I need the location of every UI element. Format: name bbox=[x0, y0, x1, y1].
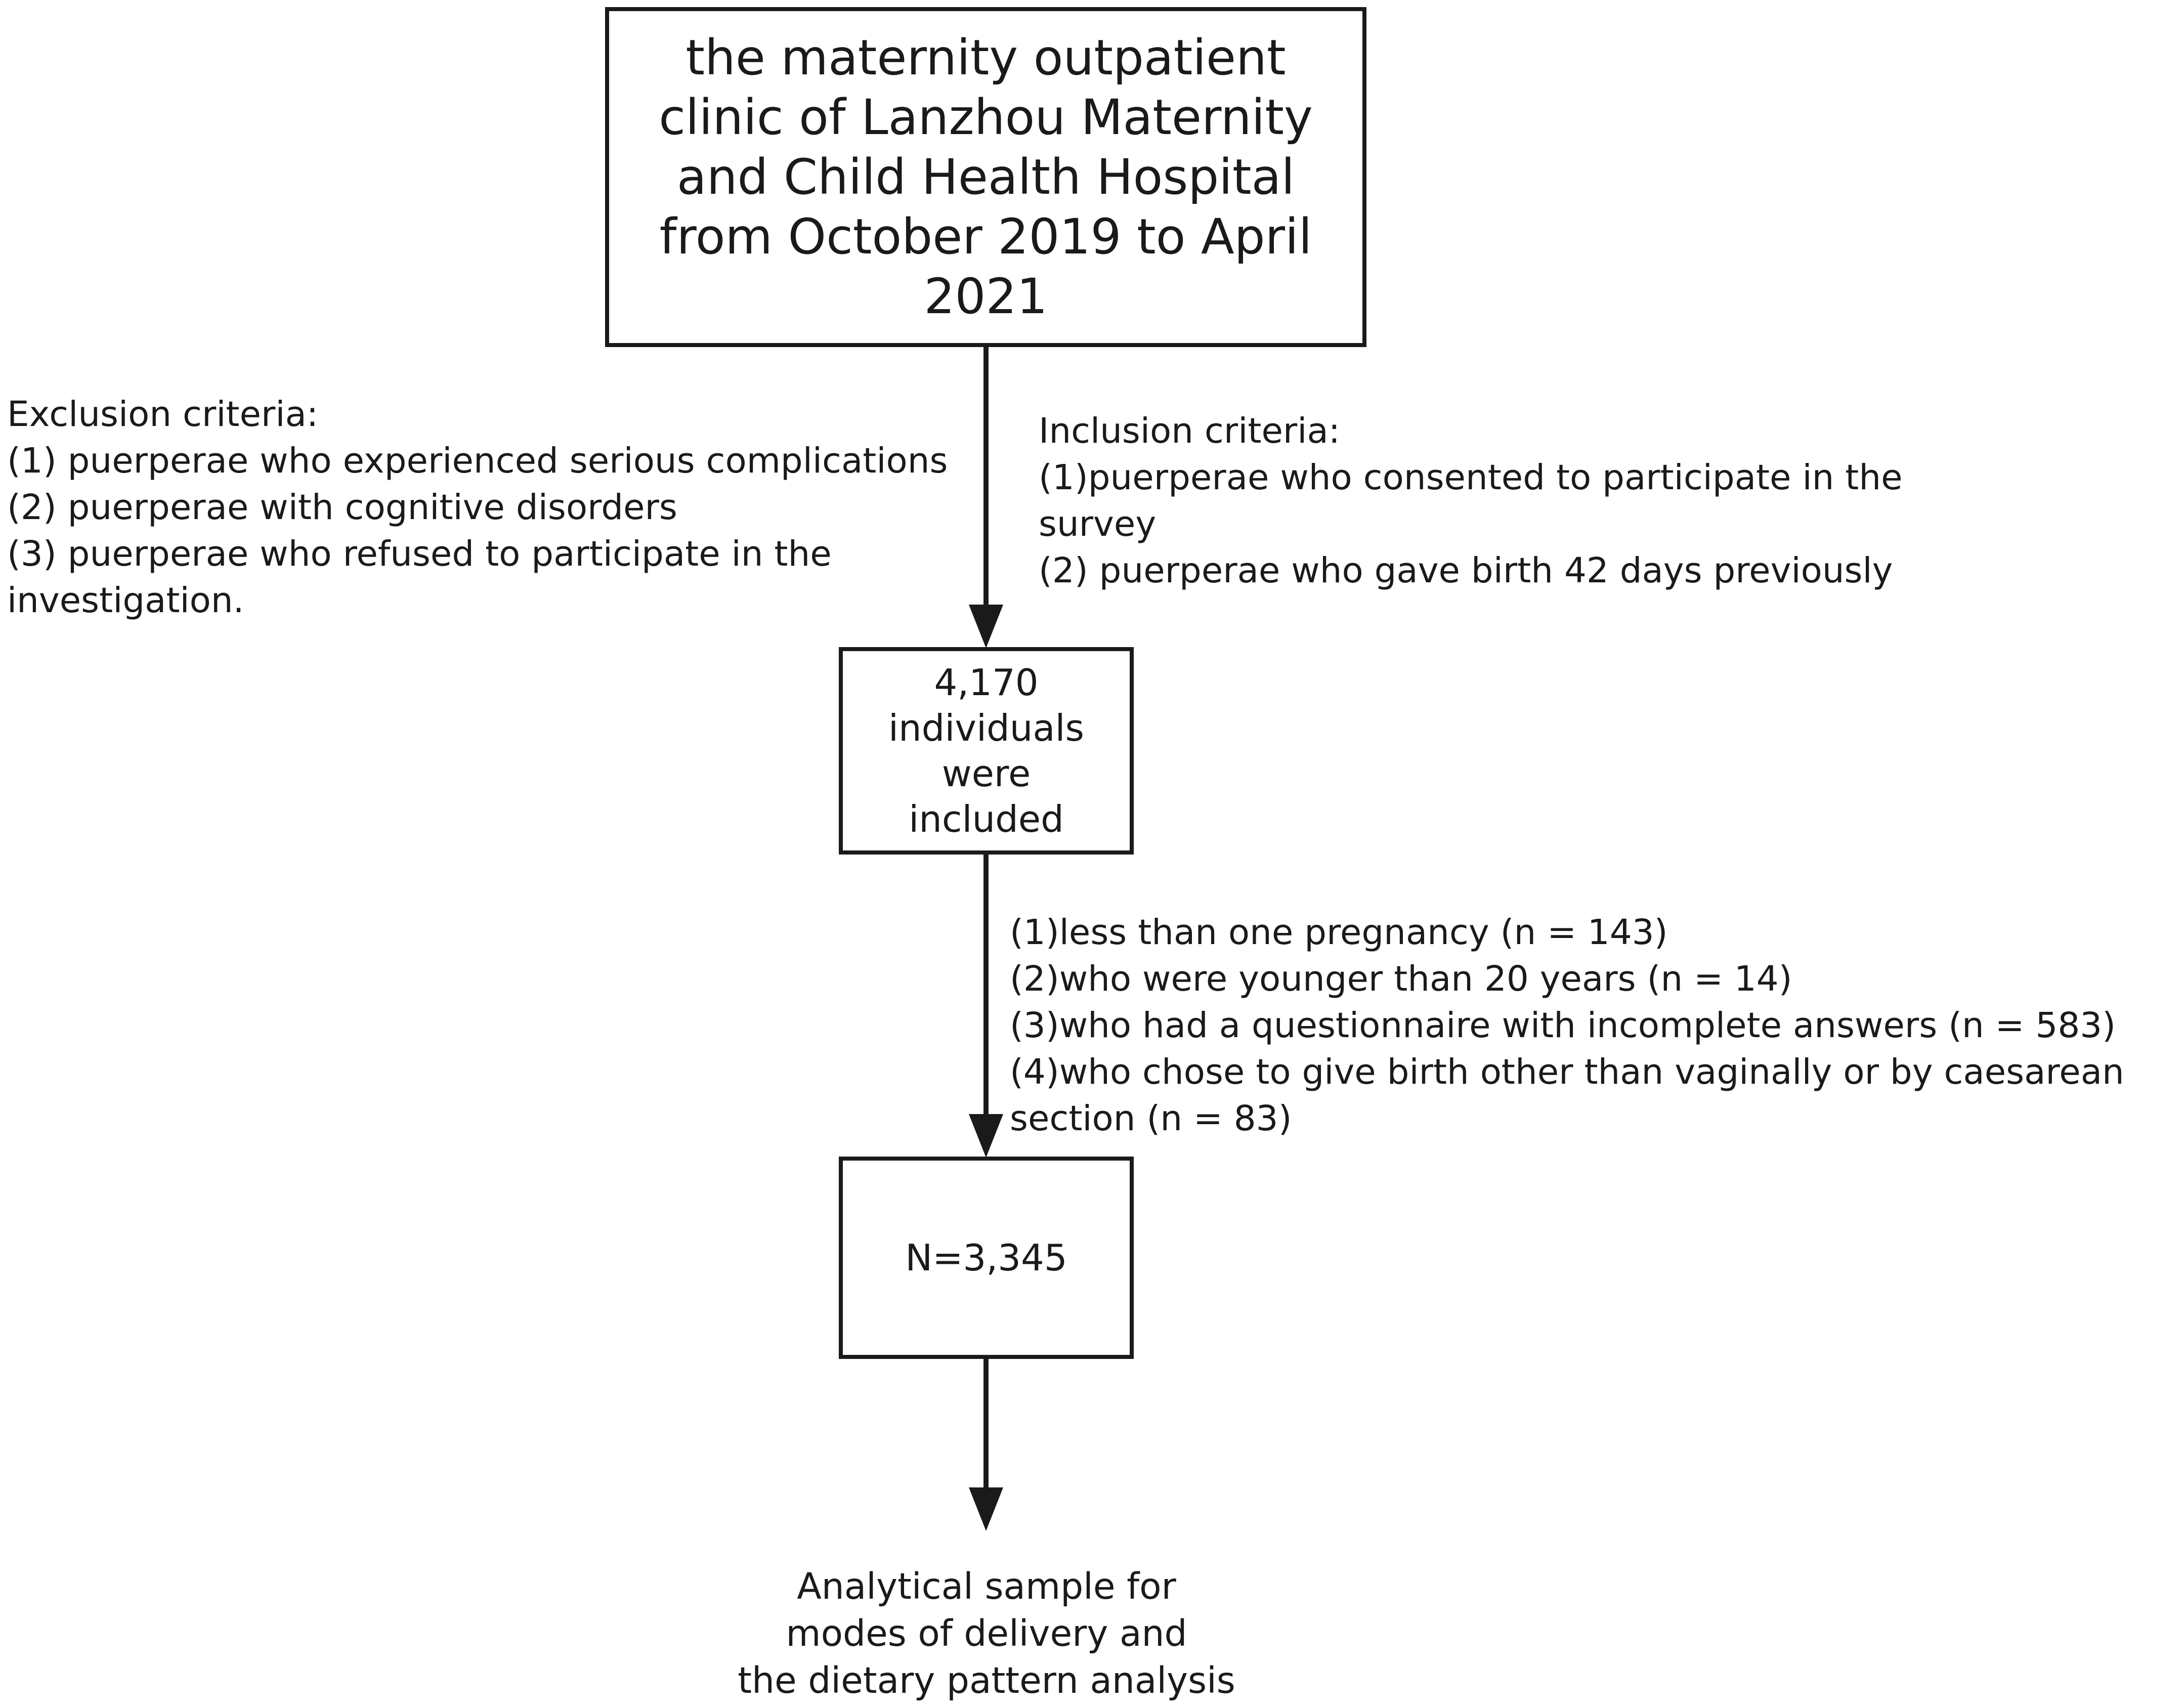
removed-criterion-4-continued: section (n = 83) bbox=[1010, 1098, 1292, 1139]
included-individuals-box: 4,170 individuals were included bbox=[839, 647, 1134, 855]
removed-criterion-4: (4)who chose to give birth other than va… bbox=[1010, 1052, 2124, 1092]
removed-criterion-1: (1)less than one pregnancy (n = 143) bbox=[1010, 912, 1668, 953]
arrowhead-final-icon bbox=[969, 1114, 1003, 1158]
final-sample-box: N=3,345 bbox=[839, 1157, 1134, 1359]
inclusion-criterion-1: (1)puerperae who consented to participat… bbox=[1039, 457, 1903, 498]
exclusion-criterion-2: (2) puerperae with cognitive disorders bbox=[7, 487, 677, 528]
included-individuals-text: 4,170 individuals were included bbox=[888, 661, 1084, 840]
exclusion-criterion-1: (1) puerperae who experienced serious co… bbox=[7, 441, 948, 481]
exclusion-criterion-3: (3) puerperae who refused to participate… bbox=[7, 534, 832, 574]
analytical-sample-label: Analytical sample for modes of delivery … bbox=[738, 1565, 1235, 1701]
removed-criteria-block: (1)less than one pregnancy (n = 143) (2)… bbox=[1010, 909, 2178, 1142]
inclusion-criterion-2: (2) puerperae who gave birth 42 days pre… bbox=[1039, 550, 1893, 591]
source-population-text: the maternity outpatient clinic of Lanzh… bbox=[659, 29, 1313, 325]
arrowhead-included-icon bbox=[969, 605, 1003, 648]
exclusion-criteria-heading: Exclusion criteria: bbox=[7, 394, 319, 435]
final-sample-text: N=3,345 bbox=[905, 1236, 1067, 1279]
exclusion-criterion-3-continued: investigation. bbox=[7, 580, 244, 621]
inclusion-criterion-1-continued: survey bbox=[1039, 504, 1157, 544]
removed-criterion-3: (3)who had a questionnaire with incomple… bbox=[1010, 1005, 2116, 1046]
inclusion-criteria-heading: Inclusion criteria: bbox=[1039, 411, 1340, 451]
source-population-box: the maternity outpatient clinic of Lanzh… bbox=[605, 7, 1366, 347]
inclusion-criteria-block: Inclusion criteria: (1)puerperae who con… bbox=[1039, 408, 2050, 594]
exclusion-criteria-block: Exclusion criteria: (1) puerperae who ex… bbox=[7, 391, 994, 624]
removed-criterion-2: (2)who were younger than 20 years (n = 1… bbox=[1010, 959, 1792, 999]
arrowhead-analytical-icon bbox=[969, 1487, 1003, 1531]
